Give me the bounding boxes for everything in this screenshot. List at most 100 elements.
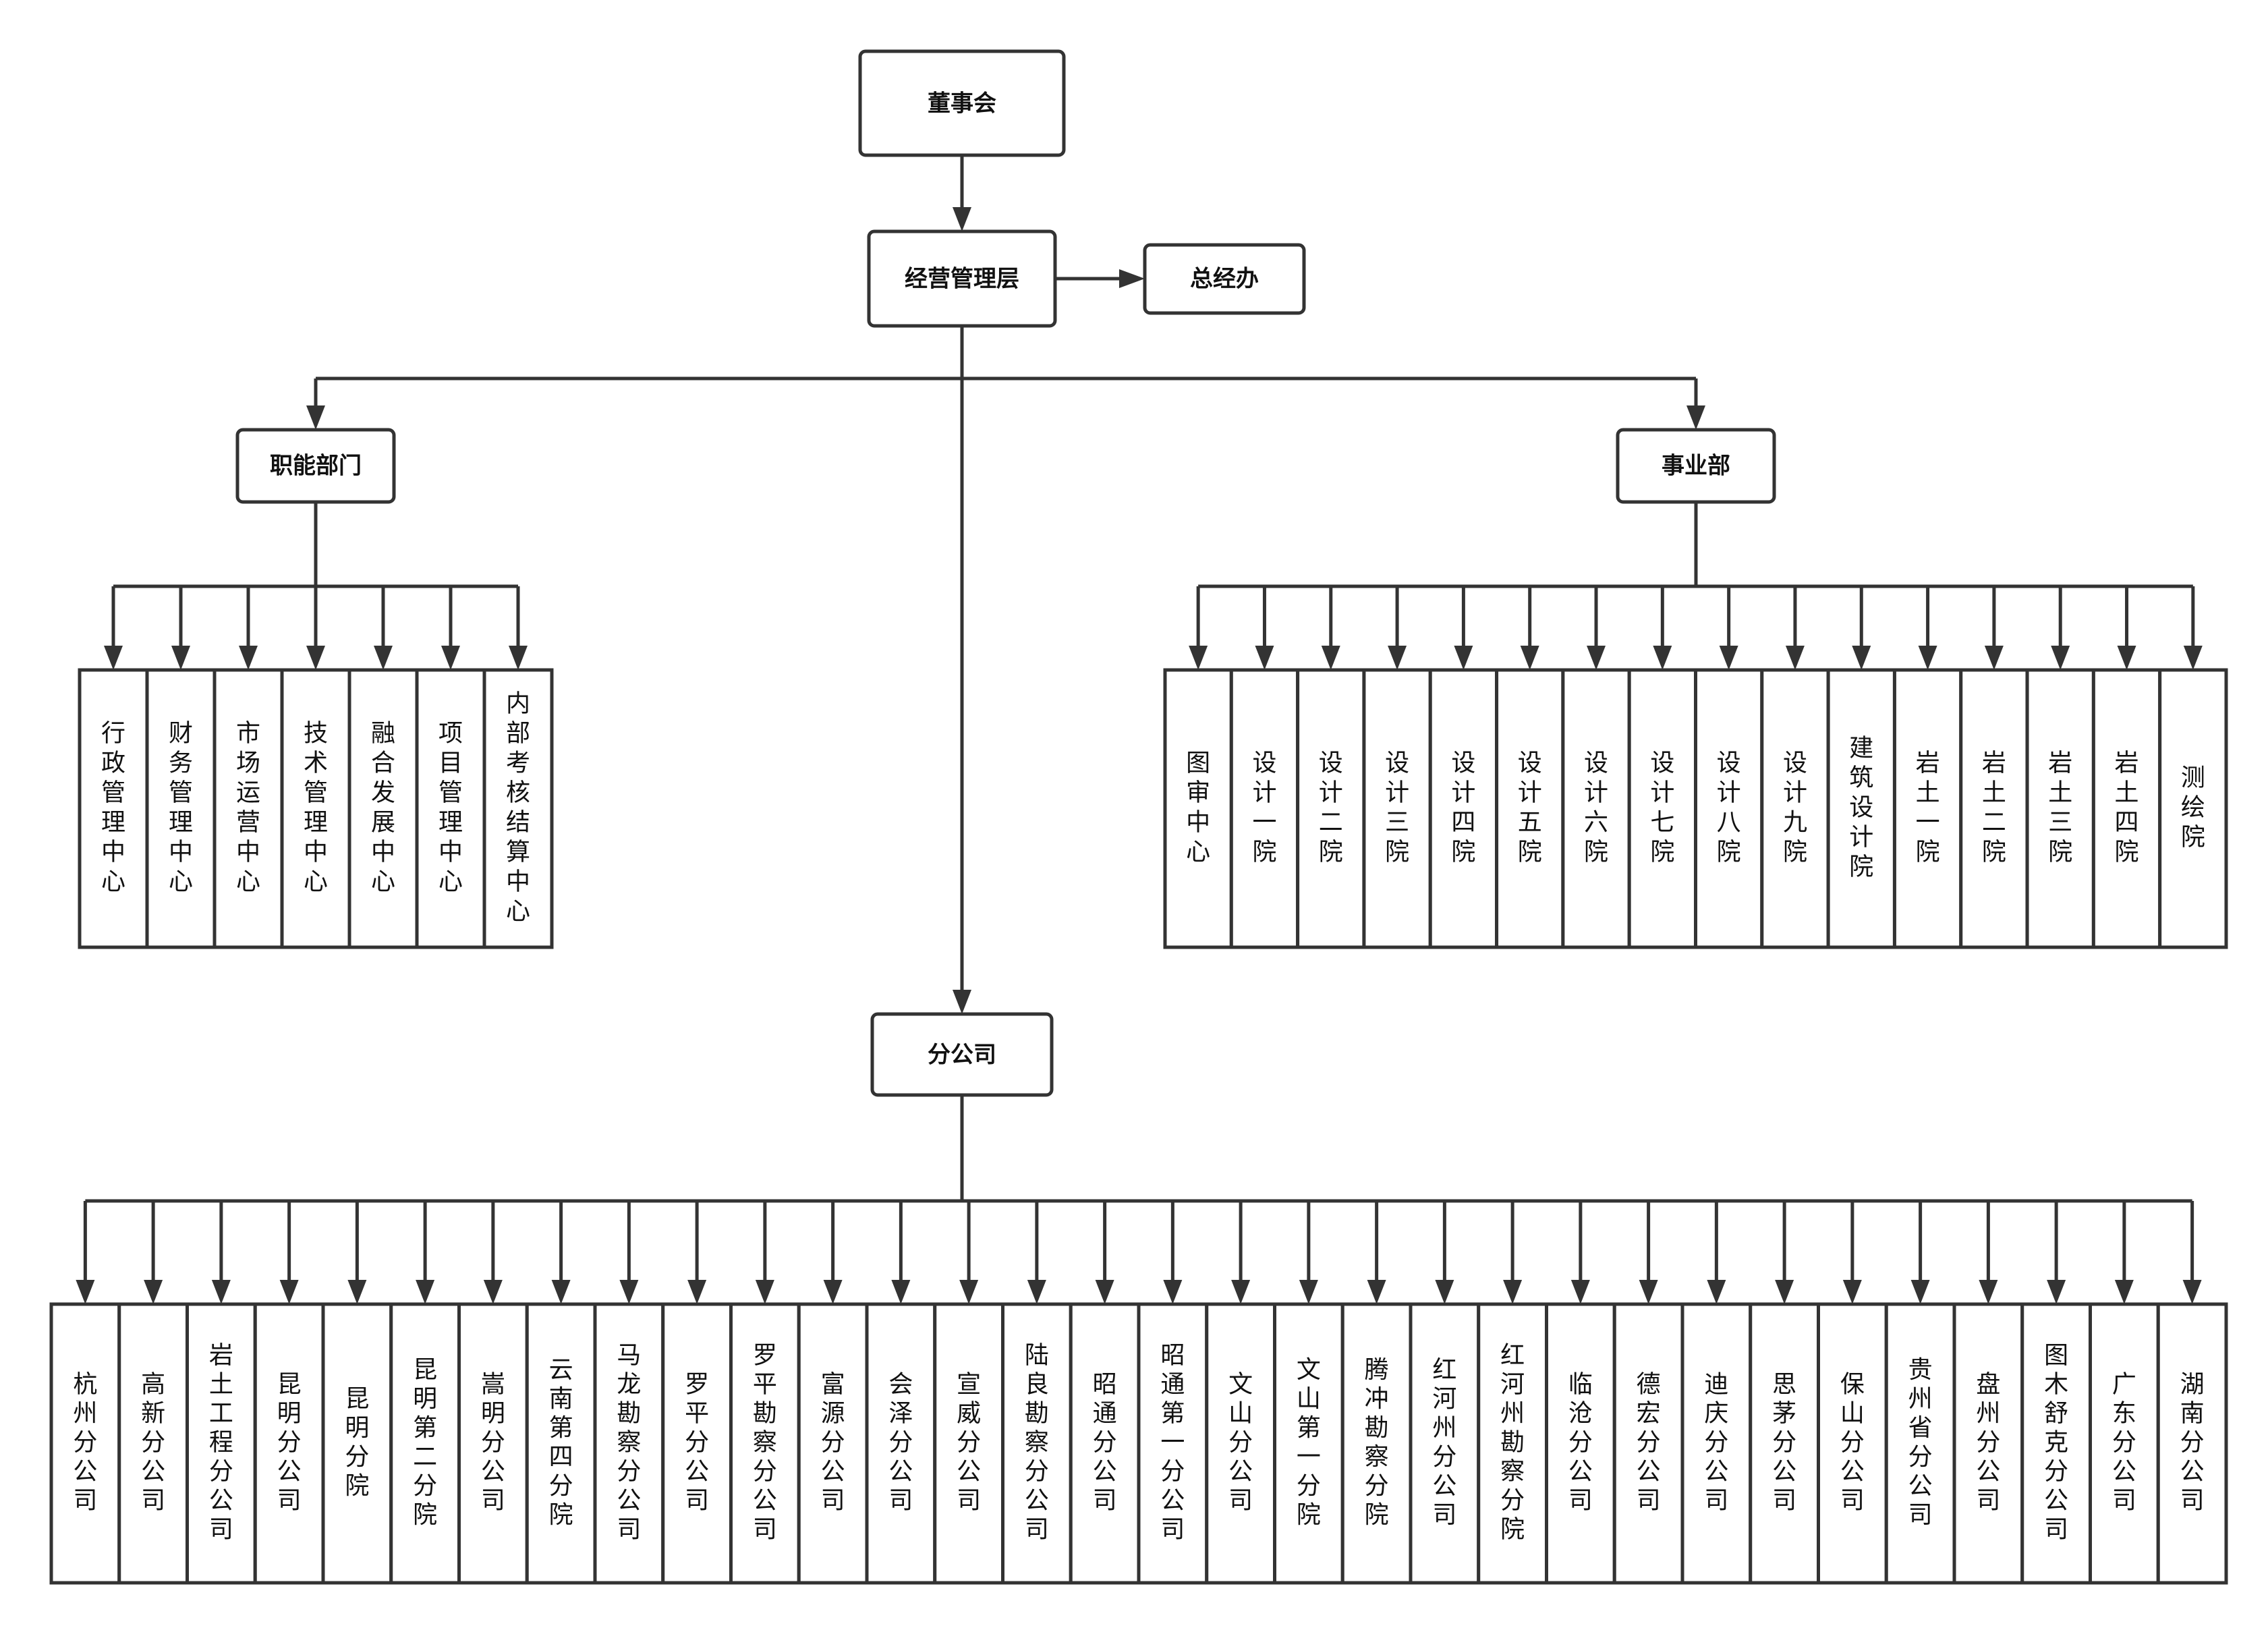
functional-departments-row: 行政管理中心财务管理中心市场运营中心技术管理中心融合发展中心项目管理中心内部考核…: [78, 668, 554, 949]
arrow-head: [823, 1280, 843, 1304]
business-unit-label: 图审中心: [1186, 750, 1210, 866]
business-unit-box: 设计八院: [1694, 668, 1764, 949]
arrow-head: [1653, 646, 1672, 670]
arrow-head: [1686, 405, 1705, 430]
arrow-head: [306, 646, 325, 670]
branch-office-label: 思茅分公司: [1772, 1371, 1796, 1515]
branch-office-box: 马龙勘察分公司: [593, 1302, 665, 1585]
business-unit-box: 设计五院: [1495, 668, 1565, 949]
branch-office-box: 贵州省分公司: [1884, 1302, 1956, 1585]
arrow-head: [1918, 646, 1937, 670]
business-unit-label: 设计五院: [1518, 750, 1542, 866]
arrow-head: [2051, 646, 2070, 670]
branch-office-label: 罗平分公司: [685, 1371, 709, 1515]
functional-dept-node: 职能部门: [235, 428, 396, 504]
arrow-head: [1852, 646, 1871, 670]
branch-office-label: 岩土工程分公司: [209, 1342, 233, 1544]
arrow-head: [1639, 1280, 1658, 1304]
branch-office-label: 文山分公司: [1228, 1371, 1253, 1515]
business-unit-box: 岩土二院: [1959, 668, 2029, 949]
arrow-head: [1719, 646, 1738, 670]
branch-office-box: 保山分公司: [1817, 1302, 1888, 1585]
arrow-head: [2114, 1280, 2134, 1304]
branch-office-label: 杭州分公司: [73, 1371, 97, 1515]
branch-office-label: 临沧分公司: [1568, 1371, 1593, 1515]
arrow-head: [76, 1280, 95, 1304]
branch-office-box: 嵩明分公司: [457, 1302, 529, 1585]
arrow-head: [1119, 269, 1145, 288]
branch-office-label: 陆良勘察分公司: [1025, 1342, 1049, 1544]
functional-dept-box: 融合发展中心: [347, 668, 419, 949]
branch-office-label: 富源分公司: [821, 1371, 845, 1515]
arrow-head: [441, 646, 460, 670]
branch-office-box: 昆明分公司: [253, 1302, 325, 1585]
branch-office-box: 昭通第一分公司: [1137, 1302, 1209, 1585]
arrow-head: [687, 1280, 707, 1304]
management-node: 经营管理层: [867, 229, 1057, 328]
arrow-head: [1503, 1280, 1523, 1304]
business-unit-box: 岩土四院: [2091, 668, 2162, 949]
arrow-head: [1587, 646, 1606, 670]
branch-office-label: 文山第一分院: [1297, 1356, 1321, 1529]
functional-dept-label: 职能部门: [270, 453, 362, 480]
branch-offices-row: 杭州分公司高新分公司岩土工程分公司昆明分公司昆明分院昆明第二分院嵩明分公司云南第…: [49, 1302, 2228, 1585]
business-unit-box: 设计六院: [1561, 668, 1631, 949]
branch-office-box: 罗平勘察分公司: [729, 1302, 801, 1585]
business-unit-node: 事业部: [1616, 428, 1776, 504]
arrow-head: [953, 207, 971, 231]
arrow-head: [2047, 1280, 2066, 1304]
arrow-head: [1388, 646, 1407, 670]
branch-office-box: 云南第四分院: [525, 1302, 597, 1585]
branch-office-box: 文山第一分院: [1273, 1302, 1344, 1585]
branch-office-label: 保山分公司: [1840, 1371, 1865, 1515]
branch-office-box: 湖南分公司: [2156, 1302, 2228, 1585]
business-unit-label: 岩土四院: [2115, 750, 2139, 866]
branch-office-label: 罗平勘察分公司: [753, 1342, 777, 1544]
business-unit-label: 设计一院: [1252, 750, 1276, 866]
arrow-head: [1189, 646, 1208, 670]
functional-dept-box: 内部考核结算中心: [482, 668, 554, 949]
arrow-head: [1520, 646, 1539, 670]
arrow-head: [1570, 1280, 1590, 1304]
arrow-head: [509, 646, 528, 670]
branch-office-box: 图木舒克分公司: [2020, 1302, 2092, 1585]
business-unit-label: 设计三院: [1385, 750, 1409, 866]
branch-office-box: 思茅分公司: [1749, 1302, 1820, 1585]
branch-office-box: 杭州分公司: [49, 1302, 121, 1585]
arrow-head: [1910, 1280, 1930, 1304]
gm-office-label: 总经办: [1190, 266, 1259, 293]
branch-office-box: 富源分公司: [797, 1302, 869, 1585]
branch-office-box: 迪庆分公司: [1680, 1302, 1753, 1585]
arrow-head: [2183, 646, 2203, 670]
arrow-head: [347, 1280, 367, 1304]
business-units-row: 图审中心设计一院设计二院设计三院设计四院设计五院设计六院设计七院设计八院设计九院…: [1163, 668, 2228, 949]
branch-office-label: 湖南分公司: [2180, 1371, 2205, 1515]
arrow-head: [1435, 1280, 1454, 1304]
arrow-head: [755, 1280, 774, 1304]
branch-office-label: 昆明第二分院: [413, 1356, 437, 1529]
business-unit-label: 设计九院: [1783, 750, 1807, 866]
business-unit-box: 设计二院: [1296, 668, 1366, 949]
branch-office-label: 红河州勘察分院: [1500, 1342, 1525, 1544]
business-unit-label: 设计七院: [1650, 750, 1674, 866]
branch-office-label: 迪庆分公司: [1704, 1371, 1728, 1515]
branch-office-box: 宣威分公司: [933, 1302, 1004, 1585]
branch-office-label: 宣威分公司: [957, 1371, 981, 1515]
business-unit-label: 岩土一院: [1916, 750, 1940, 866]
branch-office-box: 德宏分公司: [1612, 1302, 1684, 1585]
business-unit-label: 岩土三院: [2048, 750, 2072, 866]
business-unit-box: 设计三院: [1362, 668, 1432, 949]
arrow-head: [1842, 1280, 1862, 1304]
functional-dept-label: 内部考核结算中心: [506, 690, 530, 926]
branch-office-box: 红河州勘察分院: [1477, 1302, 1548, 1585]
arrow-head: [306, 405, 325, 430]
arrow-head: [891, 1280, 911, 1304]
branch-office-label: 嵩明分公司: [481, 1371, 505, 1515]
functional-dept-box: 项目管理中心: [415, 668, 486, 949]
arrow-head: [483, 1280, 503, 1304]
business-unit-box: 设计九院: [1760, 668, 1830, 949]
board-node: 董事会: [858, 49, 1066, 157]
arrow-head: [374, 646, 393, 670]
branch-office-label: 昆明分公司: [277, 1371, 302, 1515]
functional-dept-label: 财务管理中心: [169, 720, 193, 896]
